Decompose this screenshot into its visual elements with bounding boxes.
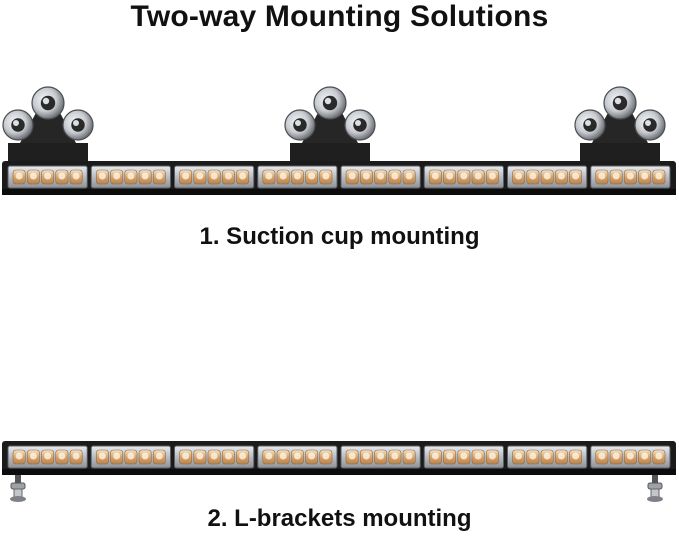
- suction-mount: [284, 86, 376, 161]
- led-module: [340, 445, 421, 469]
- led-module: [90, 165, 171, 189]
- led-module: [257, 165, 338, 189]
- l-bracket-mounts: [10, 475, 663, 502]
- suction-cup-mounts: [2, 86, 666, 161]
- led-module: [7, 165, 88, 189]
- suction-mount: [2, 86, 94, 161]
- led-module: [590, 165, 671, 189]
- led-module: [7, 445, 88, 469]
- light-bar-suction: [2, 161, 676, 195]
- led-module: [423, 165, 504, 189]
- led-module: [507, 445, 588, 469]
- l-bracket-caption: 2. L-brackets mounting: [207, 505, 472, 532]
- led-module: [174, 445, 255, 469]
- l-bracket: [647, 475, 663, 502]
- led-module: [507, 165, 588, 189]
- led-module: [257, 445, 338, 469]
- led-module: [174, 165, 255, 189]
- led-module: [340, 165, 421, 189]
- page-title: Two-way Mounting Solutions: [130, 0, 549, 33]
- l-bracket: [10, 475, 26, 502]
- light-bar-lbracket: [2, 441, 676, 475]
- suction-cup-caption: 1. Suction cup mounting: [199, 223, 480, 250]
- led-module: [90, 445, 171, 469]
- led-module: [590, 445, 671, 469]
- suction-mount: [574, 86, 666, 161]
- led-module: [423, 445, 504, 469]
